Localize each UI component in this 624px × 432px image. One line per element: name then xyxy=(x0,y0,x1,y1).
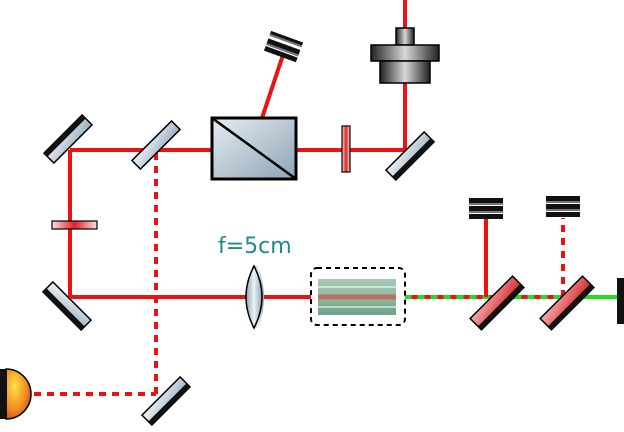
detector-icon xyxy=(370,27,440,84)
beam-dump-icon xyxy=(263,30,304,63)
beam-dump-icon xyxy=(546,196,580,217)
mirror-icon xyxy=(140,375,192,427)
lens-focal-length-label: f=5cm xyxy=(218,234,292,259)
red-beam xyxy=(260,54,285,119)
waveplate-icon xyxy=(51,220,98,230)
beam-paths xyxy=(34,0,620,396)
laser-source-icon xyxy=(0,368,32,420)
beam-dump-icon xyxy=(469,198,503,219)
dichroic-mirror-icon xyxy=(539,275,595,331)
waveplate-icon xyxy=(341,125,351,173)
nonlinear-crystal-icon xyxy=(310,267,406,326)
mirror-icon xyxy=(42,113,94,165)
beam-splitter-plate-icon xyxy=(130,119,182,171)
lens-icon xyxy=(245,264,264,330)
output-stop-icon xyxy=(617,278,624,324)
beam-splitter-cube-icon xyxy=(210,116,298,181)
dichroic-mirror-icon xyxy=(469,275,525,331)
mirror-icon xyxy=(41,280,93,332)
mirror-icon xyxy=(384,130,436,182)
